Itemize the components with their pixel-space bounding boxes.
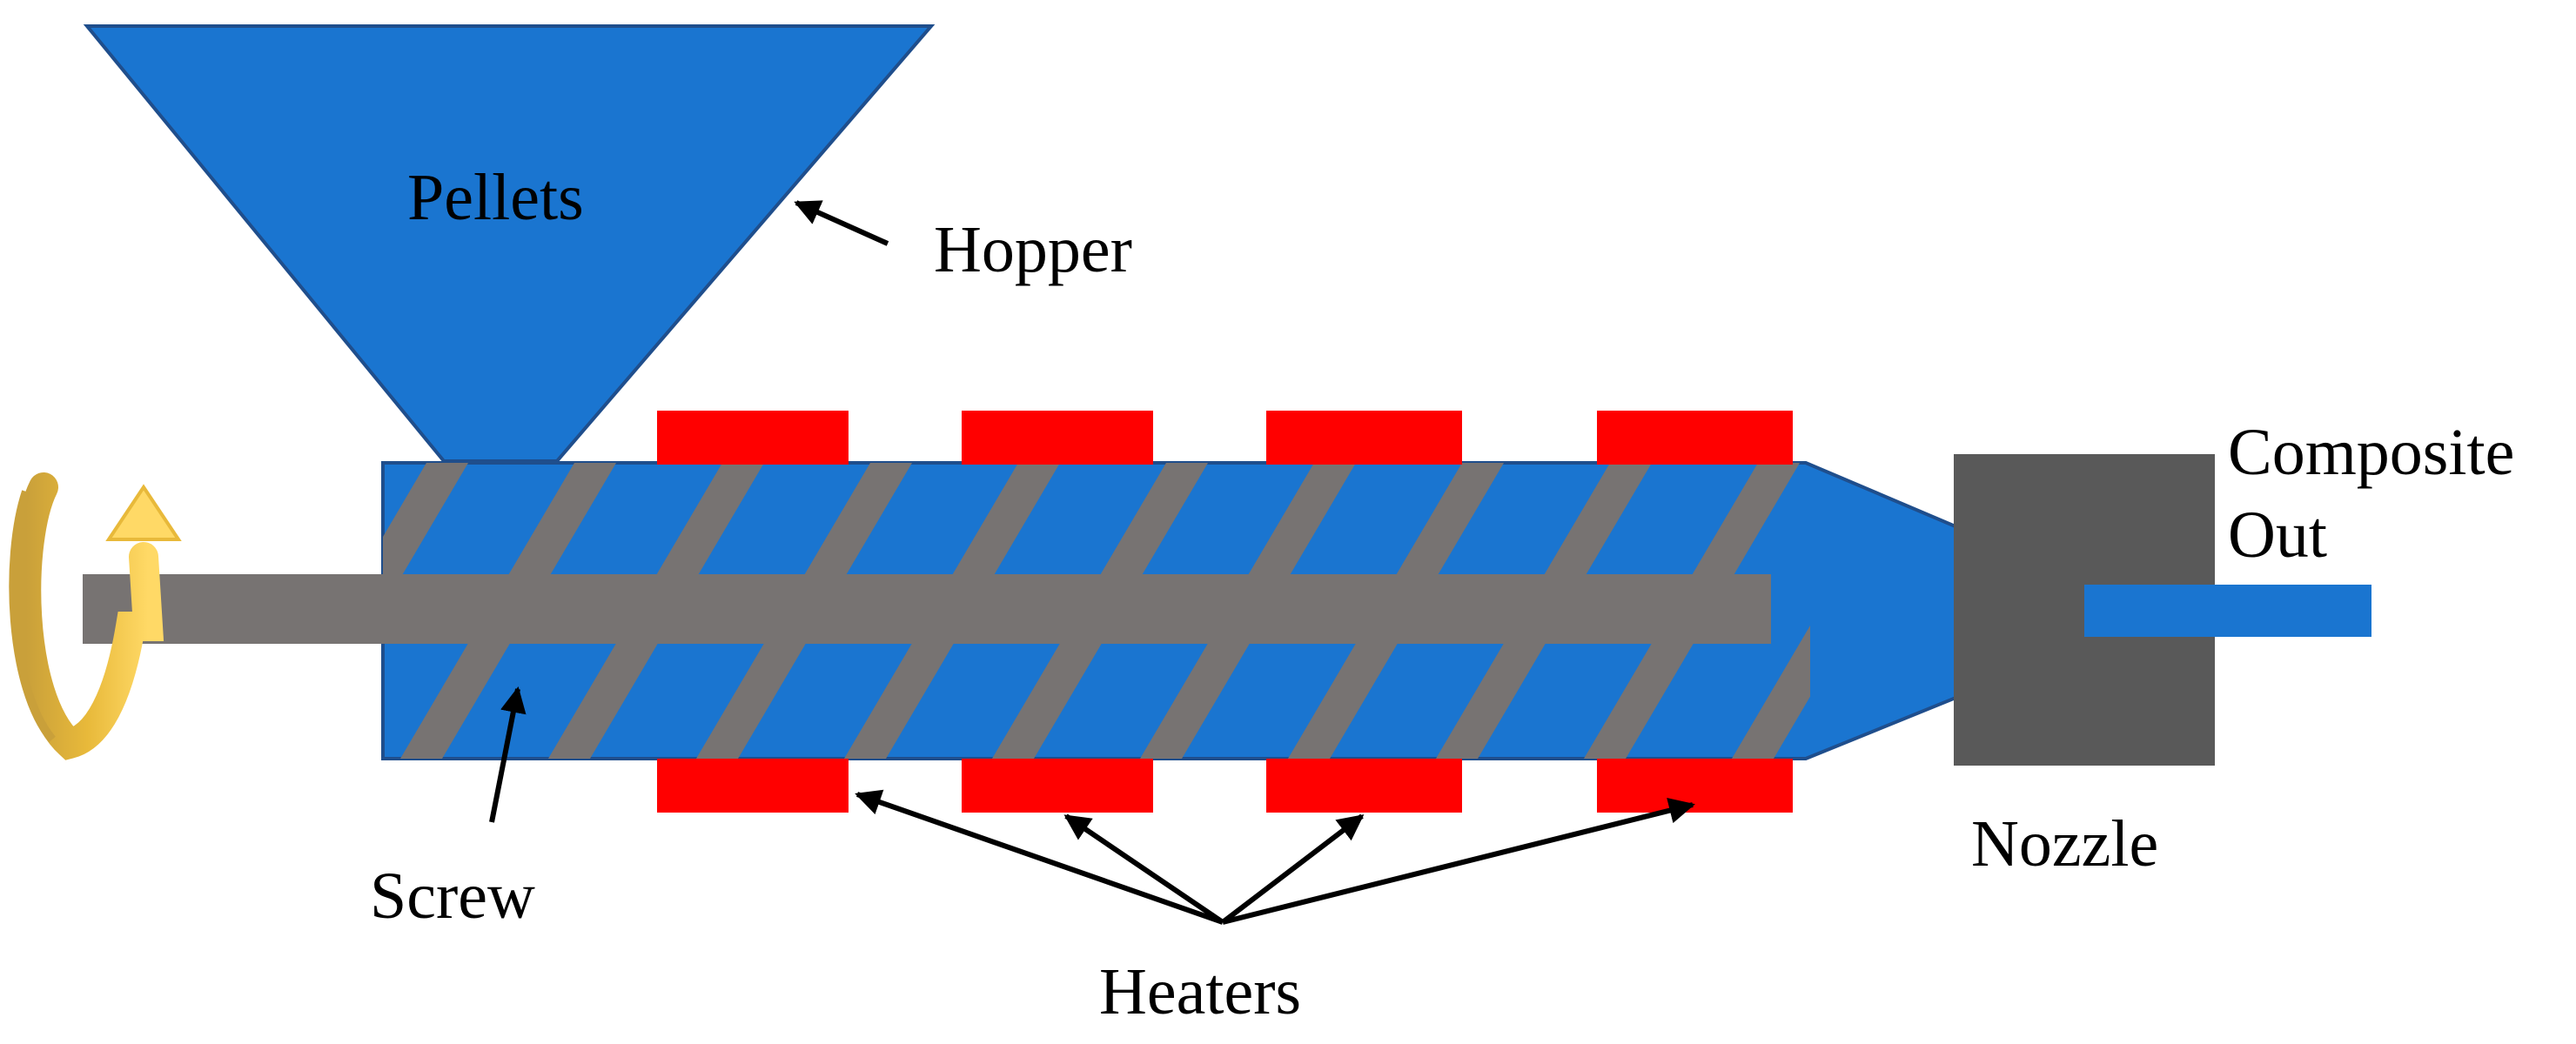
composite-label-line1: Composite (2228, 416, 2514, 489)
heater-block (1597, 411, 1793, 465)
heater-pointer-4 (1222, 797, 1695, 925)
heater-block (657, 411, 849, 465)
heaters-bottom (657, 759, 1793, 813)
hopper-label: Hopper (934, 213, 1132, 286)
heater-block (1266, 759, 1462, 813)
annotation-arrows (489, 200, 1695, 925)
heater-block (962, 759, 1153, 813)
nozzle-label: Nozzle (1971, 807, 2158, 880)
heaters-top (657, 411, 1793, 465)
heater-pointer-3 (1221, 813, 1365, 925)
heater-block (962, 411, 1153, 465)
rotation-arrow-icon (9, 472, 182, 760)
heater-block (1597, 759, 1793, 813)
hopper-pointer (794, 200, 889, 246)
screw-flight (1732, 626, 1810, 759)
pellets-label: Pellets (407, 161, 584, 234)
heater-pointer-2 (1063, 813, 1224, 925)
composite-label-line2: Out (2228, 499, 2327, 572)
screw-flight (383, 463, 468, 608)
hopper-shape (83, 24, 936, 463)
heater-pointer-1 (855, 789, 1224, 925)
screw-shaft (83, 574, 1771, 644)
screw-label: Screw (370, 860, 535, 933)
heater-block (1266, 411, 1462, 465)
heater-block (657, 759, 849, 813)
heaters-label: Heaters (1099, 955, 1301, 1028)
screw-pointer (489, 686, 527, 823)
composite-output (2084, 585, 2371, 637)
